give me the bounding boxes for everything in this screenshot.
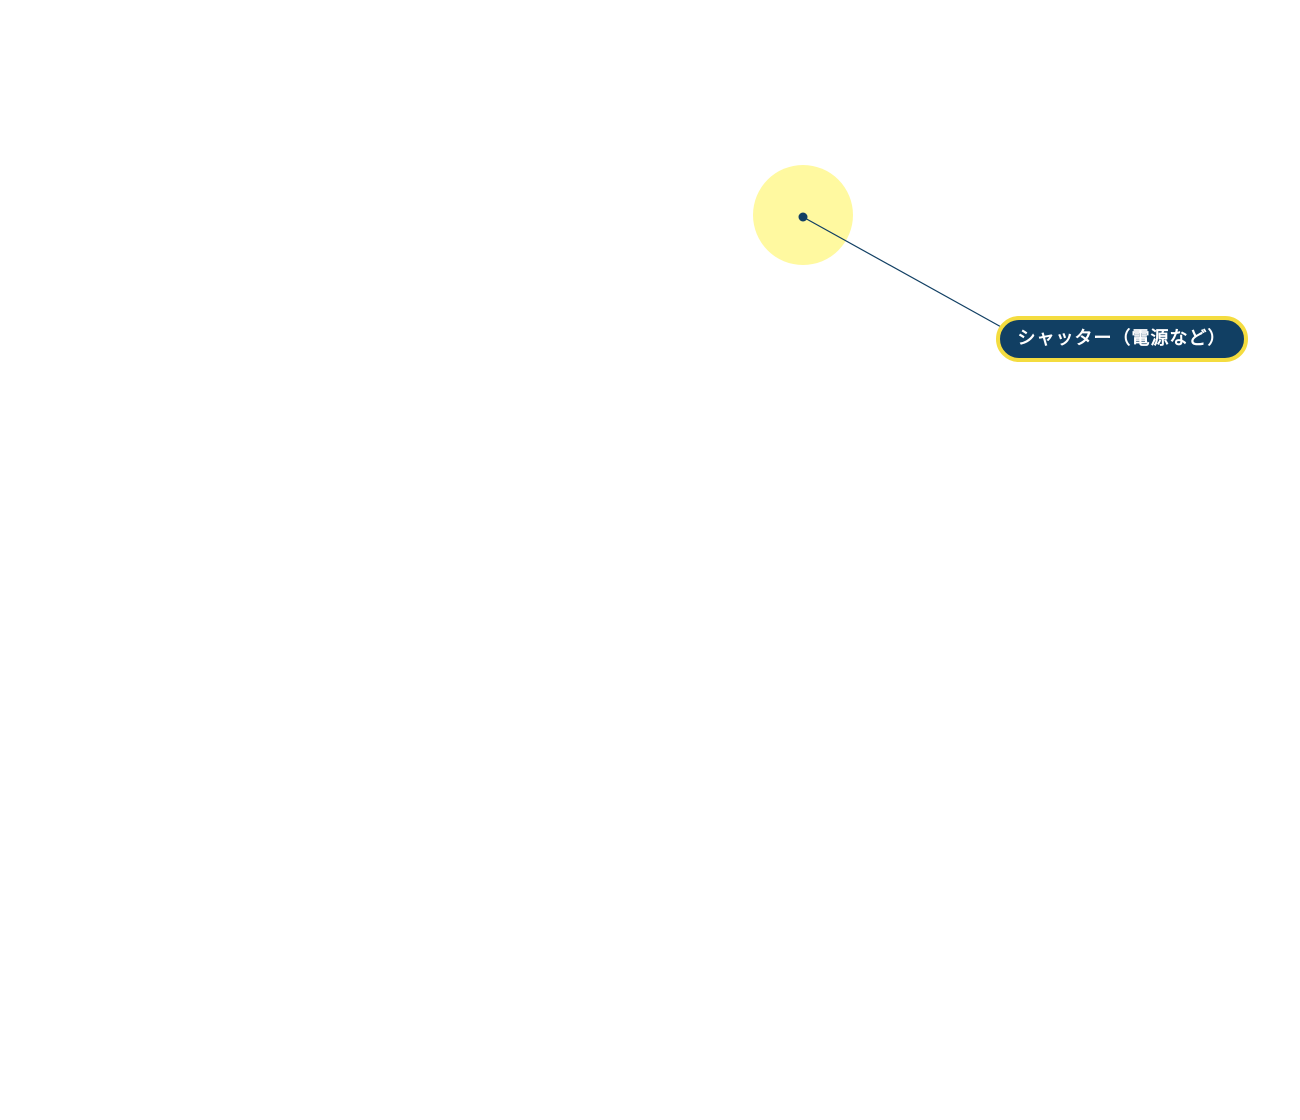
hotspot-marker-dot[interactable] [798,212,808,222]
callout-label-shutter[interactable]: シャッター（電源など） [996,316,1248,362]
callout-leader-line [802,216,1004,329]
